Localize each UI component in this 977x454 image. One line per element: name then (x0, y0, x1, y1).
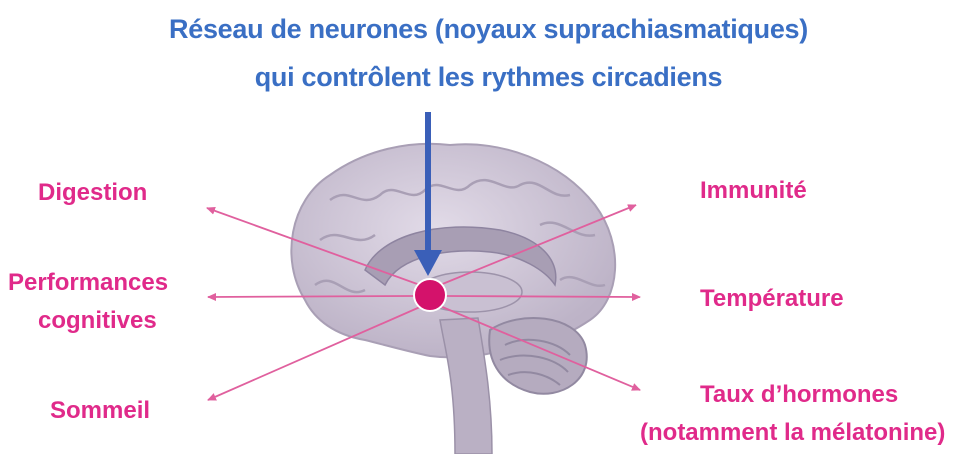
label-digestion: Digestion (38, 178, 147, 208)
label-temperature: Température (700, 284, 844, 314)
label-immunite: Immunité (700, 176, 807, 206)
label-hormones-line-2: (notamment la mélatonine) (640, 418, 945, 448)
label-hormones-line-1: Taux d’hormones (700, 380, 898, 410)
arrow-to-sommeil (208, 307, 420, 400)
suprachiasmatic-nucleus (414, 279, 446, 311)
label-sommeil: Sommeil (50, 396, 150, 426)
label-performances-line-1: Performances (8, 268, 168, 298)
brain-illustration (291, 144, 615, 454)
arrow-to-temperature (446, 296, 640, 297)
label-performances-line-2: cognitives (38, 306, 157, 336)
arrow-to-performances (208, 296, 414, 297)
